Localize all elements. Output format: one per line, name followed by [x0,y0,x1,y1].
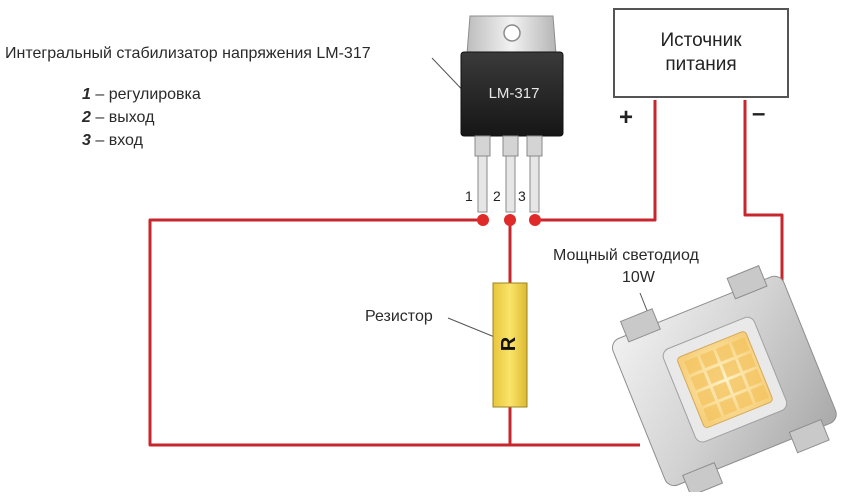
chip-lead-shoulder-2 [502,135,519,157]
chip-lead-shoulder-1 [474,135,491,157]
led-label-line2: 10W [622,269,655,286]
plus-sign: + [619,104,634,131]
led-tab-tl [619,308,661,343]
leader-resistor [447,317,498,339]
pin-legend-num-2: 2 [82,109,91,126]
pin-legend-text-2: – выход [90,109,155,126]
pin-legend-row-2: 2 – выход [82,106,201,129]
pin-legend-num-1: 1 [82,86,91,103]
resistor [492,282,528,408]
pin-number-1: 1 [465,188,473,204]
pin-legend-row-1: 1 – регулировка [82,83,201,106]
led-label-line1: Мощный светодиод [553,247,699,264]
led-tab-bl [682,462,724,497]
pin-legend-row-3: 3 – вход [82,129,201,152]
wire-pin3-plus [535,100,657,222]
lm317-chip [460,15,564,213]
node-pin2 [504,214,516,226]
wire-minus-led [743,100,784,300]
power-supply-line2: питания [665,54,737,75]
pin-number-3: 3 [518,188,526,204]
pin-number-2: 2 [493,188,501,204]
chip-marking: LM-317 [488,85,540,102]
pin-legend-num-3: 3 [82,132,91,149]
chip-mount-hole [503,24,521,42]
node-pin3 [529,214,541,226]
pin-legend: 1 – регулировка 2 – выход 3 – вход [82,83,201,152]
node-pin1 [477,214,489,226]
resistor-body [492,282,528,408]
nodes [477,214,541,226]
led-tab-tr [726,265,768,300]
power-supply-box: Источник питания [613,8,789,98]
chip-lead-shoulder-3 [526,135,543,157]
power-supply-line1: Источник [660,30,742,51]
led-tab-br [788,418,830,454]
led-module [611,265,837,497]
pin-legend-text-1: – регулировка [90,86,201,103]
minus-sign: – [752,100,766,127]
wire-pin1-left-loop [148,218,640,447]
resistor-label: Резистор [365,308,433,325]
chip-title-label: Интегральный стабилизатор напряжения LM-… [5,45,371,62]
resistor-marking: R [498,336,520,352]
pin-legend-text-3: – вход [90,132,143,149]
led-chip-grid [684,337,769,422]
wires [148,100,784,447]
